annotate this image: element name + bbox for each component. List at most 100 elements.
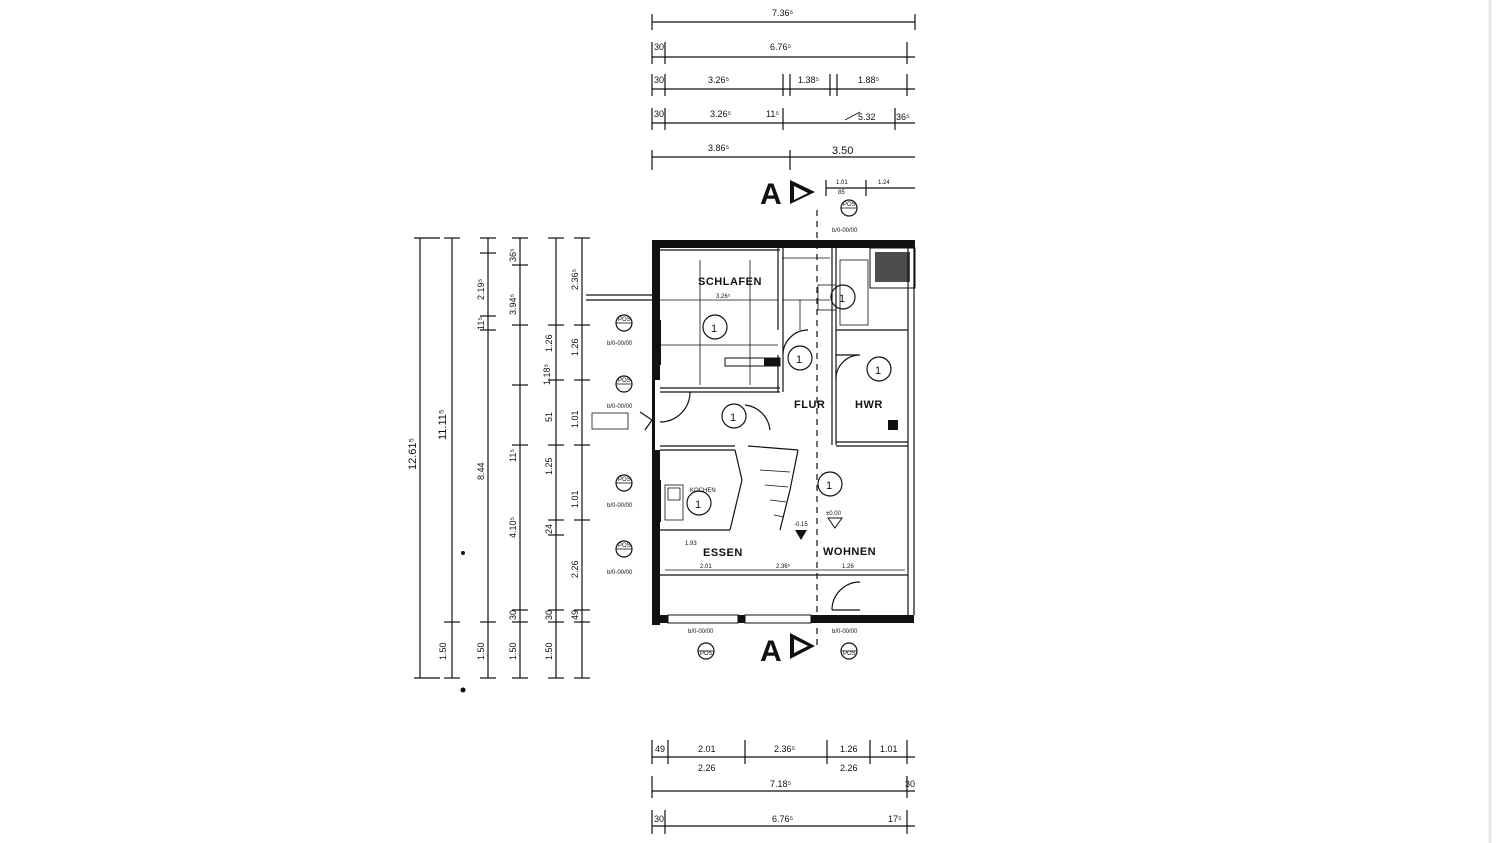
dim-left-c-5: 30	[544, 610, 554, 620]
dim-top-r5-b: 3.50	[832, 145, 853, 157]
room-marker-1: 1	[711, 323, 717, 335]
dim-top-r2-a: 30	[654, 42, 664, 52]
dim-left-a-2: 8.44	[476, 462, 486, 480]
room-label-schlafen: SCHLAFEN	[698, 276, 762, 288]
svg-text:b/0-00/00: b/0-00/00	[832, 228, 858, 234]
svg-text:b/0-00/00: b/0-00/00	[607, 503, 633, 509]
dim-top-r6-b: 1.24	[878, 180, 890, 186]
dim-bot-r1-a: 49	[655, 744, 665, 754]
dim-bot-r1-c: 2.36⁵	[774, 744, 796, 754]
dim-left-b-1: 3.94⁵	[508, 293, 518, 315]
window-tag-3: POS b/0-00/00	[607, 474, 633, 509]
dim-bot-r1-e: 1.01	[880, 744, 898, 754]
dim-left-150c: 1.50	[508, 642, 518, 660]
room-label-hwr: HWR	[855, 399, 883, 411]
building-walls	[586, 240, 916, 625]
dim-top-r5-a: 3.86⁵	[708, 143, 730, 153]
window-tags: POS b/0-00/00 POS b/0-00/00 POS b/0-00/0…	[591, 199, 858, 660]
dim-left-d-0: 2.36⁵	[570, 268, 580, 290]
window-tag-7: POS b/0-00/00	[832, 629, 858, 660]
room-marker-5: 1	[730, 412, 736, 424]
dim-bot-r3-b: 30	[905, 779, 915, 789]
window-tag-1: POS b/0-00/00	[607, 314, 633, 347]
interior-dimensions: 3.26⁵ 2.01 2.36⁵ 1.26 1.93	[665, 293, 905, 571]
dim-top-r4-d: 5.32	[858, 112, 876, 122]
stair	[759, 469, 791, 518]
svg-text:POS: POS	[843, 651, 856, 657]
svg-text:POS: POS	[700, 651, 713, 657]
room-label-flur: FLUR	[794, 399, 825, 411]
dim-top-r3-c: 1.38⁵	[798, 75, 820, 85]
room-label-wohnen: WOHNEN	[823, 546, 876, 558]
room-marker-6: 1	[695, 499, 701, 511]
dim-top-total: 7.36⁵	[772, 8, 794, 18]
room-markers: 1 1 1 1 1 1 1	[686, 284, 892, 516]
section-marker-bottom: A	[760, 633, 815, 668]
window-tag-5: POS b/0-00/00	[832, 199, 858, 234]
dim-bot-r4-b: 6.76⁵	[772, 814, 794, 824]
dim-left-150a: 1.50	[438, 642, 448, 660]
level-lower: -0.15	[794, 522, 808, 528]
room-marker-2: 1	[839, 293, 845, 305]
dim-bot-r4-c: 17⁵	[888, 814, 902, 824]
dim-left-a-1: 11⁵	[476, 317, 486, 330]
dim-left-c-4: 24	[544, 524, 554, 534]
dim-left-b-2: 1.18⁵	[542, 363, 552, 385]
dim-left-150b: 1.50	[476, 642, 486, 660]
dim-left-d-4: 2.26	[570, 560, 580, 578]
top-dimension-chains: 7.36⁵ 30 6.76⁵ 30 3.26⁵ 1.38⁵ 1.88⁵ 30 3…	[651, 8, 916, 196]
dim-left-b-3: 11⁵	[508, 449, 518, 462]
window-tag-6: POS b/0-00/00	[688, 629, 715, 660]
dim-left-b-4: 4.10⁵	[508, 516, 518, 538]
window-tag-4: POS b/0-00/00	[607, 540, 633, 576]
dim-left-c-3: 1.25	[544, 457, 554, 475]
svg-text:POS: POS	[618, 317, 631, 323]
dim-bot-r4-a: 30	[654, 814, 664, 824]
int-dim-0: 3.26⁵	[716, 293, 731, 300]
dim-bot-r1-b: 2.01	[698, 744, 716, 754]
svg-text:b/0-00/00: b/0-00/00	[607, 341, 633, 347]
svg-text:b/0-00/00: b/0-00/00	[607, 404, 633, 410]
dim-bot-r1-d: 1.26	[840, 744, 858, 754]
dim-top-r4-a: 30	[654, 109, 664, 119]
bottom-dimension-chains: 49 2.01 2.36⁵ 1.26 1.01 2.26 2.26 7.18⁵ …	[651, 740, 915, 834]
dim-left-c-2: 51	[544, 412, 554, 422]
int-dim-1: 2.01	[700, 564, 712, 570]
dim-top-r4-b: 3.26⁵	[710, 109, 732, 119]
dim-left-total: 12.61⁵	[407, 438, 419, 470]
room-marker-4: 1	[875, 365, 881, 377]
svg-text:b/0-00/00: b/0-00/00	[832, 629, 858, 635]
section-label-top: A	[760, 178, 782, 211]
window-tag-2: POS b/0-00/00	[607, 375, 633, 410]
dim-bot-r3-a: 7.18⁵	[770, 779, 792, 789]
dim-top-r4-c: 11⁵	[766, 109, 779, 119]
dim-left-d-5: 49	[570, 610, 580, 620]
dim-left-a-0: 2.19⁵	[476, 278, 486, 300]
level-markers: ±0.00 -0.15	[794, 511, 843, 540]
dim-top-r4-e: 36⁵	[896, 112, 910, 122]
room-marker-7: 1	[826, 480, 832, 492]
int-dim-4: 1.93	[685, 541, 697, 547]
dim-left-d-1: 1.26	[570, 338, 580, 356]
svg-text:POS: POS	[618, 378, 631, 384]
level-floor: ±0.00	[826, 511, 842, 517]
dim-left-b-5: 30	[508, 610, 518, 620]
svg-text:b/0-00/00: b/0-00/00	[688, 629, 714, 635]
left-dimension-chains: 12.61⁵ 11.11⁵ 1.50 2.19⁵ 11⁵ 8.44 1.50 3…	[407, 237, 590, 693]
dim-left-c-1: 1.26	[544, 334, 554, 352]
svg-text:b/0-00/00: b/0-00/00	[607, 570, 633, 576]
dim-top-r2-b: 6.76⁵	[770, 42, 792, 52]
dim-left-d-3: 1.01	[570, 490, 580, 508]
dim-bot-r2-a: 2.26	[698, 763, 716, 773]
svg-text:POS: POS	[843, 202, 856, 208]
section-label-bottom: A	[760, 635, 782, 668]
int-dim-3: 1.26	[842, 564, 854, 570]
dim-left-d-2: 1.01	[570, 410, 580, 428]
dim-left-b-0: 36⁵	[508, 248, 518, 262]
dim-top-r3-b: 3.26⁵	[708, 75, 730, 85]
dim-top-r3-a: 30	[654, 75, 664, 85]
dim-left-150d: 1.50	[544, 642, 554, 660]
room-marker-3: 1	[796, 354, 802, 366]
dim-top-r6-a: 1.01	[836, 180, 848, 186]
